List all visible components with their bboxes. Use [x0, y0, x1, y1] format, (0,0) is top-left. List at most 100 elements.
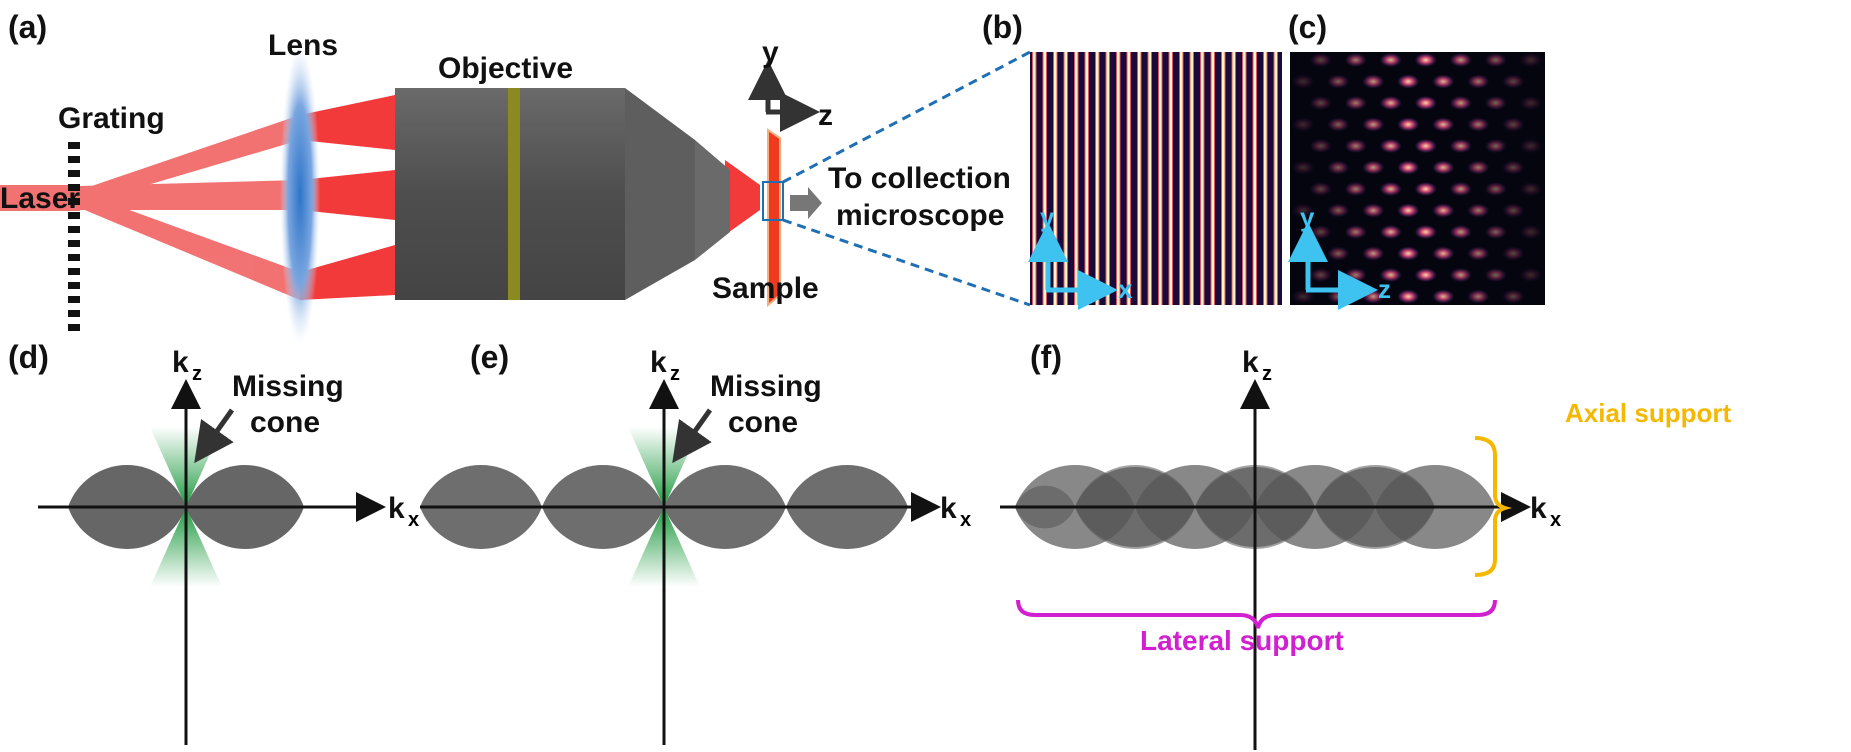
svg-text:k: k	[172, 346, 189, 379]
interference-dot	[1467, 160, 1490, 175]
interference-dot	[1467, 117, 1490, 132]
interference-dot	[1344, 53, 1367, 67]
axial-support-label: Axial support	[1565, 398, 1731, 428]
interference-dot	[1467, 289, 1490, 304]
interference-dot	[1449, 268, 1472, 282]
interference-dot	[1449, 182, 1472, 196]
to-collection-label: To collection	[828, 162, 1011, 195]
interference-dot	[1432, 203, 1455, 218]
interference-dot	[1309, 53, 1332, 67]
interference-dot	[1344, 182, 1367, 196]
interference-dot	[1449, 139, 1472, 153]
interference-dot	[1432, 160, 1455, 175]
zoom-lines	[782, 50, 1031, 307]
laser-label: Laser	[0, 182, 80, 215]
grating-bar	[68, 282, 80, 289]
lens-label: Lens	[268, 29, 338, 62]
interference-dot	[1379, 96, 1402, 110]
interference-dot	[1379, 53, 1402, 67]
interference-dot	[1502, 74, 1525, 89]
otf-panel-f	[1000, 379, 1531, 750]
interference-dot	[1309, 96, 1332, 110]
interference-dot	[1519, 225, 1542, 239]
interference-dot	[1362, 203, 1385, 218]
interference-dot	[1292, 289, 1315, 304]
interference-dot	[1414, 139, 1437, 153]
interference-dot	[1344, 96, 1367, 110]
grating-bar	[68, 142, 80, 149]
interference-dot	[1397, 203, 1420, 218]
interference-dot	[1327, 117, 1350, 132]
interference-dot	[1292, 117, 1315, 132]
missing-cone-arrow-icon	[672, 408, 713, 464]
lateral-support-label: Lateral support	[1140, 625, 1344, 656]
axis-y-label: y	[762, 36, 779, 69]
interference-dot	[1484, 268, 1507, 282]
interference-dot	[1414, 268, 1437, 282]
interference-dot	[1327, 203, 1350, 218]
interference-dot	[1502, 289, 1525, 304]
interference-dot	[1344, 225, 1367, 239]
interference-dot	[1397, 74, 1420, 89]
svg-text:z: z	[192, 363, 202, 385]
svg-text:k: k	[1242, 346, 1259, 379]
laser-beams	[0, 95, 760, 300]
missing-cone-label-d: Missing	[232, 370, 344, 403]
interference-dot	[1484, 225, 1507, 239]
interference-dot	[1484, 53, 1507, 67]
interference-dot	[1519, 96, 1542, 110]
missing-cone-label-e: Missing	[710, 370, 822, 403]
interference-dot	[1467, 203, 1490, 218]
interference-dot	[1362, 74, 1385, 89]
interference-dot	[1519, 268, 1542, 282]
sample	[767, 128, 781, 308]
interference-dot	[1502, 117, 1525, 132]
sample-roi	[762, 181, 784, 221]
axis-z-label: z	[818, 99, 833, 132]
interference-dot	[1432, 246, 1455, 261]
interference-dot	[1344, 139, 1367, 153]
missing-cone-label-e2: cone	[728, 406, 798, 439]
grating-bar	[68, 268, 80, 275]
svg-text:k: k	[940, 492, 957, 525]
interference-dot	[1292, 246, 1315, 261]
interference-dot	[1397, 117, 1420, 132]
interference-dot	[1414, 53, 1437, 67]
interference-dot	[1432, 289, 1455, 304]
interference-dot	[1467, 74, 1490, 89]
lateral-pattern-image	[1030, 52, 1282, 305]
axial-support-bracket	[1474, 436, 1512, 577]
interference-dot	[1519, 53, 1542, 67]
interference-dot	[1519, 139, 1542, 153]
panel-label-d: (d)	[8, 339, 49, 375]
collection-arrow-icon	[790, 187, 822, 219]
interference-dot	[1449, 53, 1472, 67]
interference-dot	[1327, 160, 1350, 175]
interference-dot	[1432, 117, 1455, 132]
svg-text:x: x	[1550, 509, 1561, 531]
interference-dot	[1397, 289, 1420, 304]
grating-bar	[68, 324, 80, 331]
interference-dot	[1449, 96, 1472, 110]
inset-b-axis-y: y	[1040, 202, 1055, 232]
svg-text:z: z	[670, 363, 680, 385]
interference-dot	[1519, 182, 1542, 196]
interference-dot	[1432, 74, 1455, 89]
interference-dot	[1502, 160, 1525, 175]
interference-dot	[1484, 182, 1507, 196]
axial-pattern-image	[1290, 52, 1545, 305]
interference-dot	[1502, 246, 1525, 261]
interference-dot	[1292, 74, 1315, 89]
interference-dot	[1327, 74, 1350, 89]
lateral-support-bracket	[1016, 599, 1497, 629]
svg-text:z: z	[1262, 363, 1272, 385]
interference-dot	[1362, 246, 1385, 261]
interference-dot	[1397, 160, 1420, 175]
interference-dot	[1379, 225, 1402, 239]
objective-label: Objective	[438, 52, 573, 85]
